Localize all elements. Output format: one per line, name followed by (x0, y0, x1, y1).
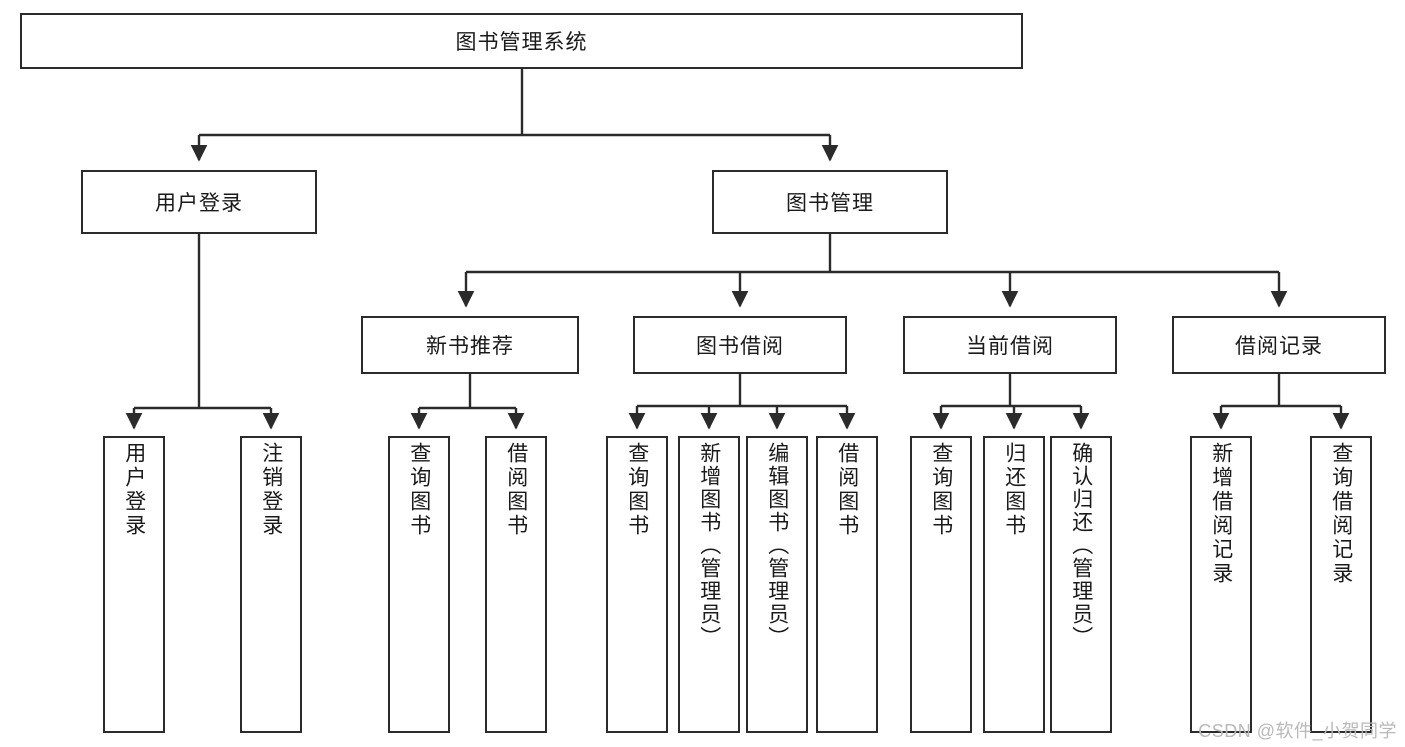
node-leaf-edit-book[interactable]: 编辑图书（管理员） (746, 436, 808, 733)
node-leaf-user-login-label: 用户登录 (122, 442, 146, 538)
node-leaf-add-record[interactable]: 新增借阅记录 (1190, 436, 1252, 733)
node-leaf-edit-book-label: 编辑图书（管理员） (765, 442, 789, 649)
node-leaf-user-login[interactable]: 用户登录 (103, 436, 165, 733)
node-book-manage[interactable]: 图书管理 (712, 170, 948, 234)
node-leaf-borrow-book-2[interactable]: 借阅图书 (816, 436, 878, 733)
node-borrow-record[interactable]: 借阅记录 (1172, 316, 1386, 374)
node-leaf-logout-label: 注销登录 (259, 442, 283, 538)
node-user-login[interactable]: 用户登录 (81, 170, 317, 234)
node-borrow-record-label: 借阅记录 (1235, 335, 1323, 358)
node-new-book-rec-label: 新书推荐 (426, 335, 514, 358)
node-root-label: 图书管理系统 (455, 31, 588, 54)
node-leaf-return-book-label: 归还图书 (1002, 442, 1026, 538)
node-leaf-confirm-return-label: 确认归还（管理员） (1069, 442, 1093, 649)
node-leaf-borrow-book-2-label: 借阅图书 (835, 442, 859, 538)
node-leaf-query-book-3-label: 查询图书 (929, 442, 953, 538)
node-leaf-logout[interactable]: 注销登录 (240, 436, 302, 733)
node-leaf-add-record-label: 新增借阅记录 (1209, 442, 1233, 586)
node-book-manage-label: 图书管理 (786, 192, 874, 215)
node-leaf-borrow-book-1-label: 借阅图书 (504, 442, 528, 538)
node-leaf-add-book[interactable]: 新增图书（管理员） (678, 436, 740, 733)
node-book-borrow-label: 图书借阅 (696, 335, 784, 358)
node-user-login-label: 用户登录 (155, 192, 243, 215)
node-leaf-query-record-label: 查询借阅记录 (1329, 442, 1353, 586)
node-leaf-query-record[interactable]: 查询借阅记录 (1310, 436, 1372, 733)
node-leaf-query-book-1-label: 查询图书 (407, 442, 431, 538)
node-leaf-add-book-label: 新增图书（管理员） (697, 442, 721, 649)
node-leaf-borrow-book-1[interactable]: 借阅图书 (485, 436, 547, 733)
node-current-borrow-label: 当前借阅 (966, 335, 1054, 358)
node-leaf-query-book-1[interactable]: 查询图书 (388, 436, 450, 733)
node-leaf-query-book-3[interactable]: 查询图书 (910, 436, 972, 733)
node-root[interactable]: 图书管理系统 (20, 13, 1023, 69)
node-leaf-query-book-2[interactable]: 查询图书 (606, 436, 668, 733)
node-leaf-confirm-return[interactable]: 确认归还（管理员） (1050, 436, 1112, 733)
node-current-borrow[interactable]: 当前借阅 (903, 316, 1117, 374)
node-leaf-return-book[interactable]: 归还图书 (983, 436, 1045, 733)
node-new-book-rec[interactable]: 新书推荐 (361, 316, 579, 374)
node-book-borrow[interactable]: 图书借阅 (633, 316, 847, 374)
node-leaf-query-book-2-label: 查询图书 (625, 442, 649, 538)
csdn-watermark: CSDN @软件_小贺同学 (1198, 721, 1397, 741)
